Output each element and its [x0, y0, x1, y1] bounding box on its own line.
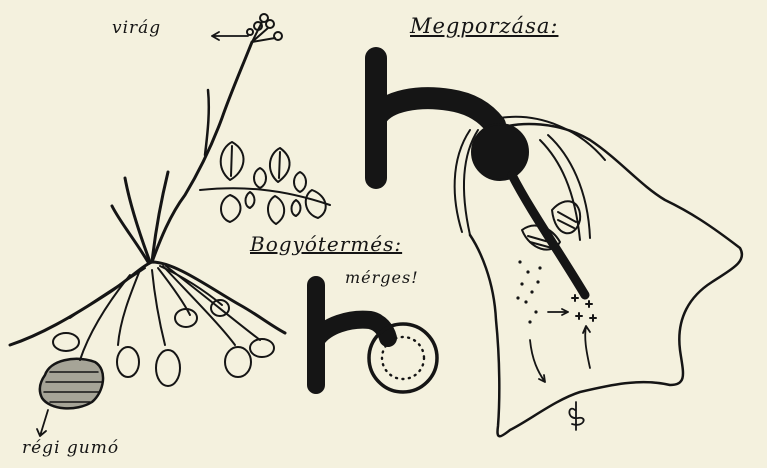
basal-stem	[125, 178, 150, 262]
flower-cluster	[247, 14, 282, 42]
berry-drawing	[316, 285, 437, 392]
stem-branch	[205, 90, 209, 155]
flower-arrow	[212, 32, 248, 40]
poisonous-label: mérges!	[345, 268, 419, 287]
old-tuber	[40, 359, 103, 409]
basal-stem	[152, 172, 168, 262]
bee-body	[472, 124, 528, 180]
flow-arrows	[530, 309, 590, 382]
bee-proboscis	[512, 175, 585, 295]
bee-symbol	[569, 402, 583, 430]
compound-leaf	[200, 142, 330, 224]
potato-plant	[10, 14, 330, 436]
stolons	[70, 266, 260, 360]
pollination-title: Megporzása:	[410, 14, 558, 38]
old-tuber-label: régi gumó	[22, 438, 119, 458]
berry-title: Bogyótermés:	[250, 232, 402, 256]
pollen-dots	[516, 260, 541, 323]
basal-stem	[112, 206, 148, 262]
tuber-arrow	[37, 410, 48, 436]
flower-label: virág	[112, 18, 161, 38]
petal-hatch	[455, 130, 470, 232]
main-stem	[152, 42, 252, 262]
berry-fruit	[369, 324, 437, 392]
soil-line	[10, 262, 285, 345]
